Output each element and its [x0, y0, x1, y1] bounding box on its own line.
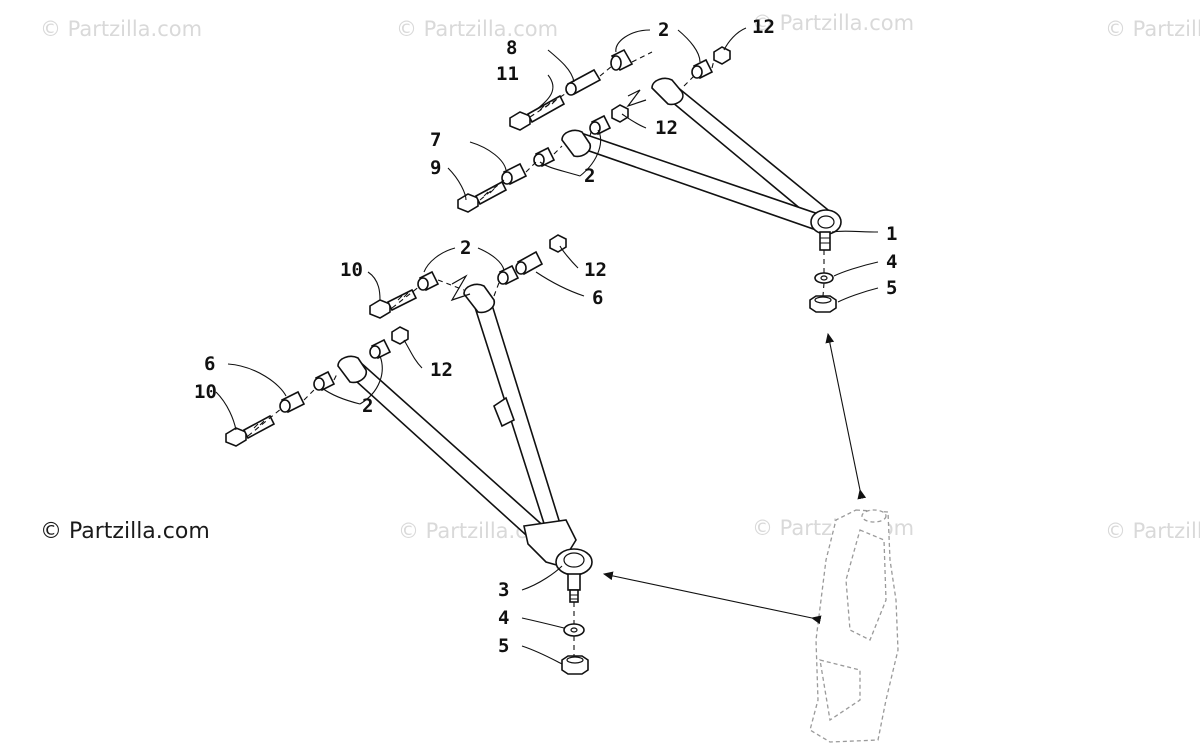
callout-9: 9 [430, 157, 441, 179]
spacer-8 [565, 68, 602, 96]
bushing-2-lower-top-right [497, 264, 520, 286]
nut-5-upper [809, 295, 837, 313]
watermark-mid-edge: © Partzilla.com [1105, 519, 1200, 543]
upper-hardware [457, 46, 837, 313]
callout-12-lower-mid: 12 [430, 359, 453, 381]
bushing-2-lower-mid-left [313, 370, 336, 392]
watermarks: © Partzilla.com © Partzilla.com © Partzi… [40, 11, 1200, 544]
callout-3: 3 [498, 579, 509, 601]
bushing-2-mid-right [589, 114, 612, 136]
watermark-top-center: © Partzilla.com [396, 17, 558, 41]
nut-12-top [713, 46, 731, 65]
spacer-6-upper [515, 250, 544, 276]
nut-12-lower-top [549, 234, 567, 253]
bolt-11 [509, 94, 566, 131]
callout-10-lower: 10 [194, 381, 217, 403]
bushing-2-lower-mid-right [369, 338, 392, 360]
centerlines [247, 51, 825, 656]
steering-knuckle-ghost [809, 509, 899, 743]
callout-labels: 8 11 2 12 7 9 12 2 1 4 5 10 2 12 6 6 10 … [194, 16, 897, 657]
watermark-bold-left: © Partzilla.com [40, 519, 210, 544]
watermark-top-left: © Partzilla.com [40, 17, 202, 41]
callout-8: 8 [506, 37, 517, 59]
callout-12-lower-top: 12 [584, 259, 607, 281]
watermark-top-right: © Partzilla.com [752, 11, 914, 35]
callout-5-lower: 5 [498, 635, 509, 657]
upper-a-arm [561, 77, 842, 251]
bolt-9 [457, 180, 508, 213]
bushing-2-mid-left [533, 146, 556, 168]
callout-5-upper: 5 [886, 277, 897, 299]
callout-2-lower-top: 2 [460, 237, 471, 259]
washer-4-upper [814, 272, 834, 284]
callout-4-lower: 4 [498, 607, 509, 629]
washer-4-lower [563, 623, 585, 637]
bushing-2-lower-top-left [417, 270, 440, 292]
callout-10-upper: 10 [340, 259, 363, 281]
callout-11: 11 [496, 63, 519, 85]
callout-1: 1 [886, 223, 897, 245]
bushing-2-top [610, 48, 634, 72]
nut-12-mid [611, 104, 629, 123]
spacer-7 [501, 162, 528, 186]
callout-2-mid: 2 [584, 165, 595, 187]
watermark-top-edge: © Partzilla.com [1105, 17, 1200, 41]
callout-2-top: 2 [658, 19, 669, 41]
bushing-2-top-right [691, 58, 714, 80]
callout-4-upper: 4 [886, 251, 897, 273]
assembly-arrows [602, 332, 867, 625]
callout-7: 7 [430, 129, 441, 151]
spacer-6-lower [279, 390, 306, 414]
lower-a-arm [337, 274, 593, 603]
leader-lines [215, 27, 879, 665]
callout-6-upper: 6 [592, 287, 603, 309]
callout-12-mid: 12 [655, 117, 678, 139]
callout-12-top: 12 [752, 16, 775, 38]
nut-5-lower [561, 655, 589, 675]
callout-6-lower: 6 [204, 353, 215, 375]
callout-2-lower-mid: 2 [362, 395, 373, 417]
nut-12-lower-mid [391, 326, 409, 345]
